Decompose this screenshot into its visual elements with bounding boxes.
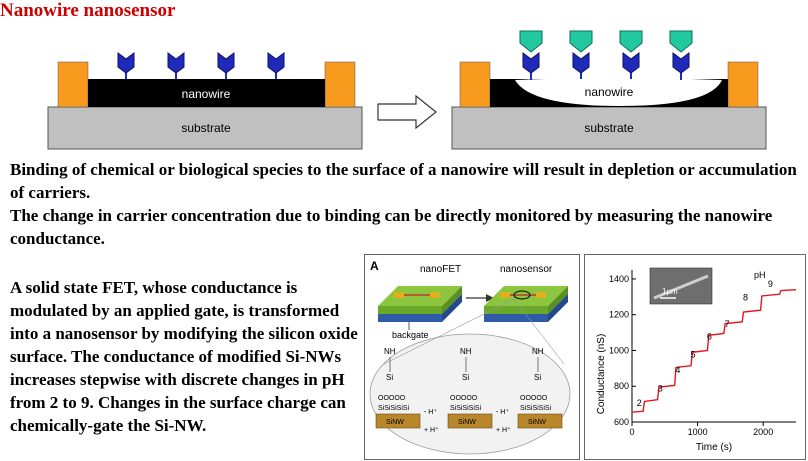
svg-text:OOOOO: OOOOO (450, 395, 478, 402)
ph-step-label: 4 (675, 365, 680, 375)
x-tick-label: 1000 (688, 427, 708, 437)
ph-step-label: 8 (743, 292, 748, 302)
svg-text:SiSiSiSiSi: SiSiSiSiSi (378, 405, 410, 412)
nanosensor-block (484, 286, 568, 322)
svg-text:SiSiSiSiSi: SiSiSiSiSi (520, 405, 552, 412)
nanosensor-label: nanosensor (500, 264, 553, 275)
transition-arrow (377, 94, 437, 130)
si-label-1: Si (386, 373, 393, 382)
contact-left-b (324, 61, 356, 108)
receptors-right (519, 30, 693, 80)
sinw-block-3 (517, 413, 563, 429)
proton-plus-2: + H⁺ (496, 426, 511, 434)
chem-state-1: NH Si OOOOO SiSiSiSiSi SiNW (375, 347, 421, 429)
proton-plus-1: + H⁺ (424, 426, 439, 434)
amine-label-1: NH (384, 347, 396, 356)
chart-series: 2 3 4 5 6 7 8 9 (631, 279, 797, 413)
y-tick-label: 800 (614, 381, 629, 391)
x-axis-label: Time (s) (696, 442, 732, 453)
paragraph-binding: Binding of chemical or biological specie… (10, 160, 797, 202)
substrate-left (47, 106, 363, 150)
amine-label-2: NH (460, 347, 472, 356)
nanowire-label-left: nanowire (182, 87, 231, 101)
paragraph-conductance: The change in carrier concentration due … (10, 206, 773, 248)
proton-minus-1: - H⁺ (424, 408, 437, 416)
y-tick-label: 600 (614, 417, 629, 427)
surface-chemistry: NH Si OOOOO SiSiSiSiSi SiNW NH Si OOOOO … (375, 347, 563, 434)
svg-text:OOOOO: OOOOO (378, 395, 406, 402)
nanowire-label-right: nanowire (585, 85, 634, 99)
receptors-left (117, 52, 285, 79)
paragraph-fet: A solid state FET, whose conductance is … (10, 278, 358, 435)
y-tick-label: 1400 (609, 274, 629, 284)
y-axis-label: Conductance (nS) (596, 334, 607, 415)
contact-right-a (459, 61, 491, 108)
ph-step-label: 5 (691, 350, 696, 360)
left-device: nanowire substrate (47, 52, 363, 150)
sinw-label-1: SiNW (386, 419, 404, 426)
substrate-right (451, 106, 767, 150)
sinw-block-2 (447, 413, 493, 429)
bound-analytes (519, 30, 693, 53)
ph-step-label: 9 (768, 279, 773, 289)
y-tick-label: 1000 (609, 345, 629, 355)
x-tick-label: 2000 (753, 427, 773, 437)
ph-step-label: 7 (725, 319, 730, 329)
y-tick-label: 1200 (609, 310, 629, 320)
ph-step-label: 6 (707, 332, 712, 342)
nanowire-left (88, 79, 325, 107)
chem-state-3: NH Si OOOOO SiSiSiSiSi SiNW (517, 347, 563, 429)
proton-minus-2: - H⁺ (496, 408, 509, 416)
substrate-label-right: substrate (584, 121, 634, 135)
conductance-line (631, 288, 797, 413)
sinw-block-1 (375, 413, 421, 429)
x-tick-label: 0 (629, 427, 634, 437)
svg-text:SiSiSiSiSi: SiSiSiSiSi (450, 405, 482, 412)
right-device: nanowire substrate (451, 30, 767, 150)
panel-label: A (370, 259, 379, 273)
inset-scale-label: 1μm (662, 287, 678, 296)
nanofet-block (378, 286, 462, 322)
inset-nanowire (653, 274, 709, 300)
ph-step-label: 3 (658, 384, 663, 394)
ph-legend: pH (754, 270, 766, 280)
ph-step-label: 2 (637, 398, 642, 408)
sinw-label-2: SiNW (458, 419, 476, 426)
substrate-label-left: substrate (181, 121, 231, 135)
contact-left-a (57, 61, 89, 108)
depletion-region (515, 78, 722, 106)
figure-a-panel: A nanoFET nanosensor backgate NH Si OOOO… (364, 254, 580, 460)
si-label-2: Si (462, 373, 469, 382)
conductance-chart: 600 800 1000 1200 1400 0 1000 2000 2 3 4 5 6 7 8 9 1μm… (584, 254, 806, 460)
svg-text:OOOOO: OOOOO (520, 395, 548, 402)
sinw-label-3: SiNW (528, 419, 546, 426)
page-title: Nanowire nanosensor (0, 0, 176, 21)
nanowire-schematic: nanowire substrate (47, 30, 767, 150)
backgate-label: backgate (392, 330, 429, 340)
amine-label-3: NH (532, 347, 544, 356)
nanofet-label: nanoFET (420, 264, 461, 275)
contact-right-b (727, 61, 759, 108)
chem-state-2: NH Si OOOOO SiSiSiSiSi SiNW (447, 347, 493, 429)
chart-axes: 600 800 1000 1200 1400 0 1000 2000 (609, 270, 796, 437)
si-label-3: Si (534, 373, 541, 382)
